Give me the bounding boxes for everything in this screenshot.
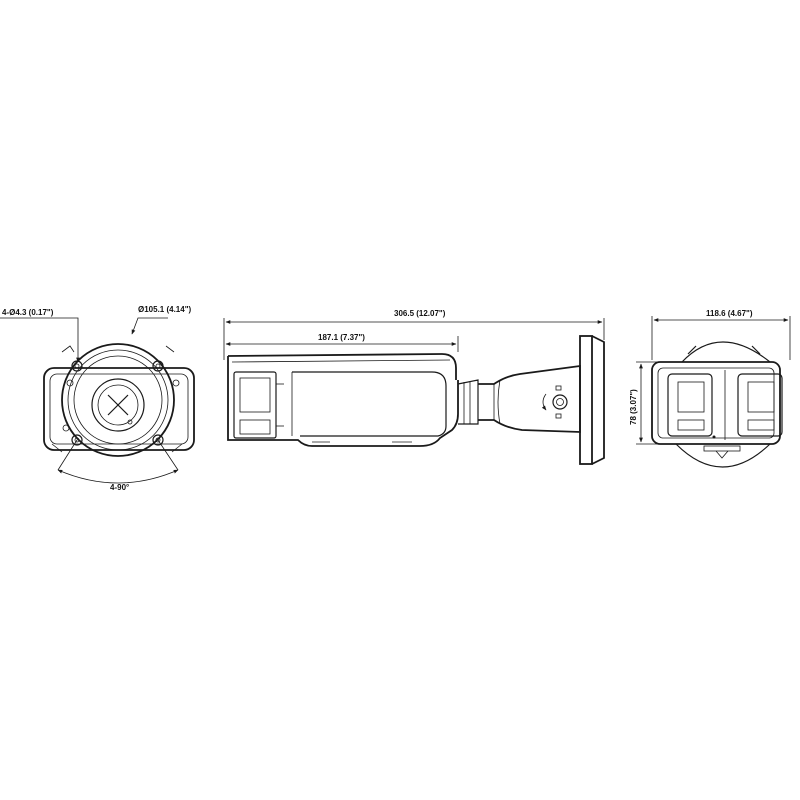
- height-label: 78 (3.07"): [629, 389, 638, 425]
- front-view: [636, 316, 791, 468]
- body-length-label: 187.1 (7.37"): [318, 333, 365, 342]
- side-view: [223, 318, 605, 465]
- hole-diameter-label: 4-Ø4.3 (0.17"): [2, 308, 54, 317]
- width-label: 118.6 (4.67"): [706, 309, 753, 318]
- base-view: 4-Ø4.3 (0.17") Ø105.1 (4.14") 4-90°: [0, 305, 195, 492]
- total-length-label: 306.5 (12.07"): [394, 309, 446, 318]
- mounting-hole-top-right: [152, 360, 164, 372]
- hole-angle-label: 4-90°: [110, 483, 129, 492]
- mounting-hole-bottom-right: [152, 434, 164, 446]
- base-diameter-label: Ø105.1 (4.14"): [138, 305, 191, 314]
- mounting-hole-bottom-left: [71, 434, 83, 446]
